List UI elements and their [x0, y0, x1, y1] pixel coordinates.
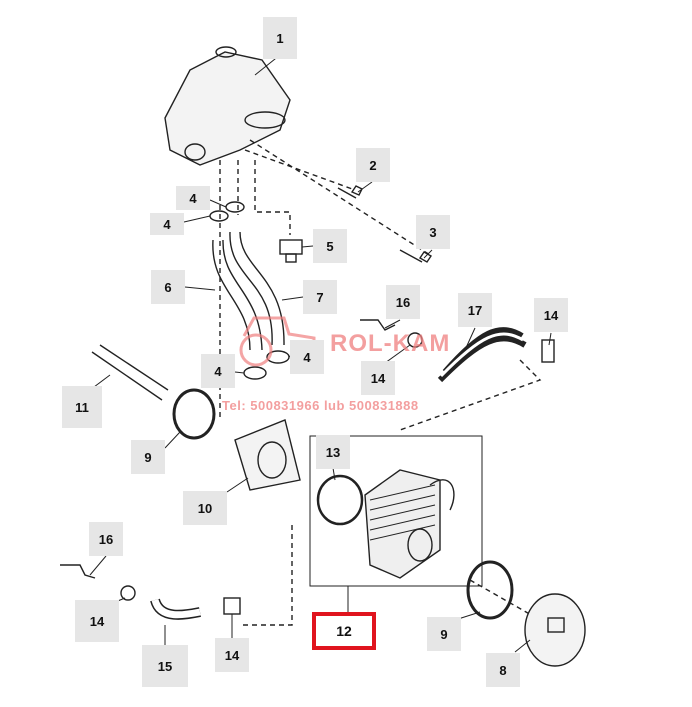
oil-cooler-12 [364, 469, 455, 579]
o-ring-4b [209, 210, 229, 222]
cap-8 [524, 593, 586, 667]
callout-1: 1 [263, 17, 297, 59]
fitting-16a [360, 319, 396, 331]
union-14c [120, 585, 136, 601]
callout-5: 5 [313, 229, 347, 263]
callout-9: 9 [427, 617, 461, 651]
adapter-10 [234, 419, 301, 491]
callout-14: 14 [534, 298, 568, 332]
callout-16: 16 [386, 285, 420, 319]
hose-17 [437, 327, 527, 383]
callout-4: 4 [290, 340, 324, 374]
callout-14: 14 [75, 600, 119, 642]
tube-11 [91, 344, 169, 401]
leader-lines [89, 54, 552, 653]
seal-9b [466, 560, 514, 620]
fitting-16b [60, 564, 96, 579]
seal-9a [172, 388, 216, 440]
callout-4: 4 [150, 213, 184, 235]
oil-filter-housing [164, 46, 291, 166]
callout-12-highlighted: 12 [312, 612, 376, 650]
pipe-7 [229, 231, 285, 346]
gasket-13 [316, 474, 364, 526]
watermark-phone: Tel: 500831966 lub 500831888 [222, 398, 419, 413]
callout-11: 11 [62, 386, 102, 428]
callout-6: 6 [151, 270, 185, 304]
watermark-brand: ROL-KAM [330, 330, 451, 357]
o-ring-4a [225, 201, 245, 213]
o-ring-4c [243, 366, 267, 380]
union-14a [407, 332, 423, 348]
callout-2: 2 [356, 148, 390, 182]
callout-7: 7 [303, 280, 337, 314]
cooler-kit-box [309, 435, 483, 587]
callout-17: 17 [458, 293, 492, 327]
callout-15: 15 [142, 645, 188, 687]
callout-16: 16 [89, 522, 123, 556]
union-14d [223, 597, 241, 615]
callout-14: 14 [361, 361, 395, 395]
sensor-5 [279, 239, 303, 263]
callout-9: 9 [131, 440, 165, 474]
union-14b [541, 339, 555, 363]
callout-4: 4 [176, 186, 210, 210]
bolt-3 [399, 249, 432, 263]
callout-10: 10 [183, 491, 227, 525]
callout-3: 3 [416, 215, 450, 249]
callout-14: 14 [215, 638, 249, 672]
callout-4: 4 [201, 354, 235, 388]
callout-13: 13 [316, 435, 350, 469]
callout-8: 8 [486, 653, 520, 687]
pipe-6 [212, 239, 263, 351]
